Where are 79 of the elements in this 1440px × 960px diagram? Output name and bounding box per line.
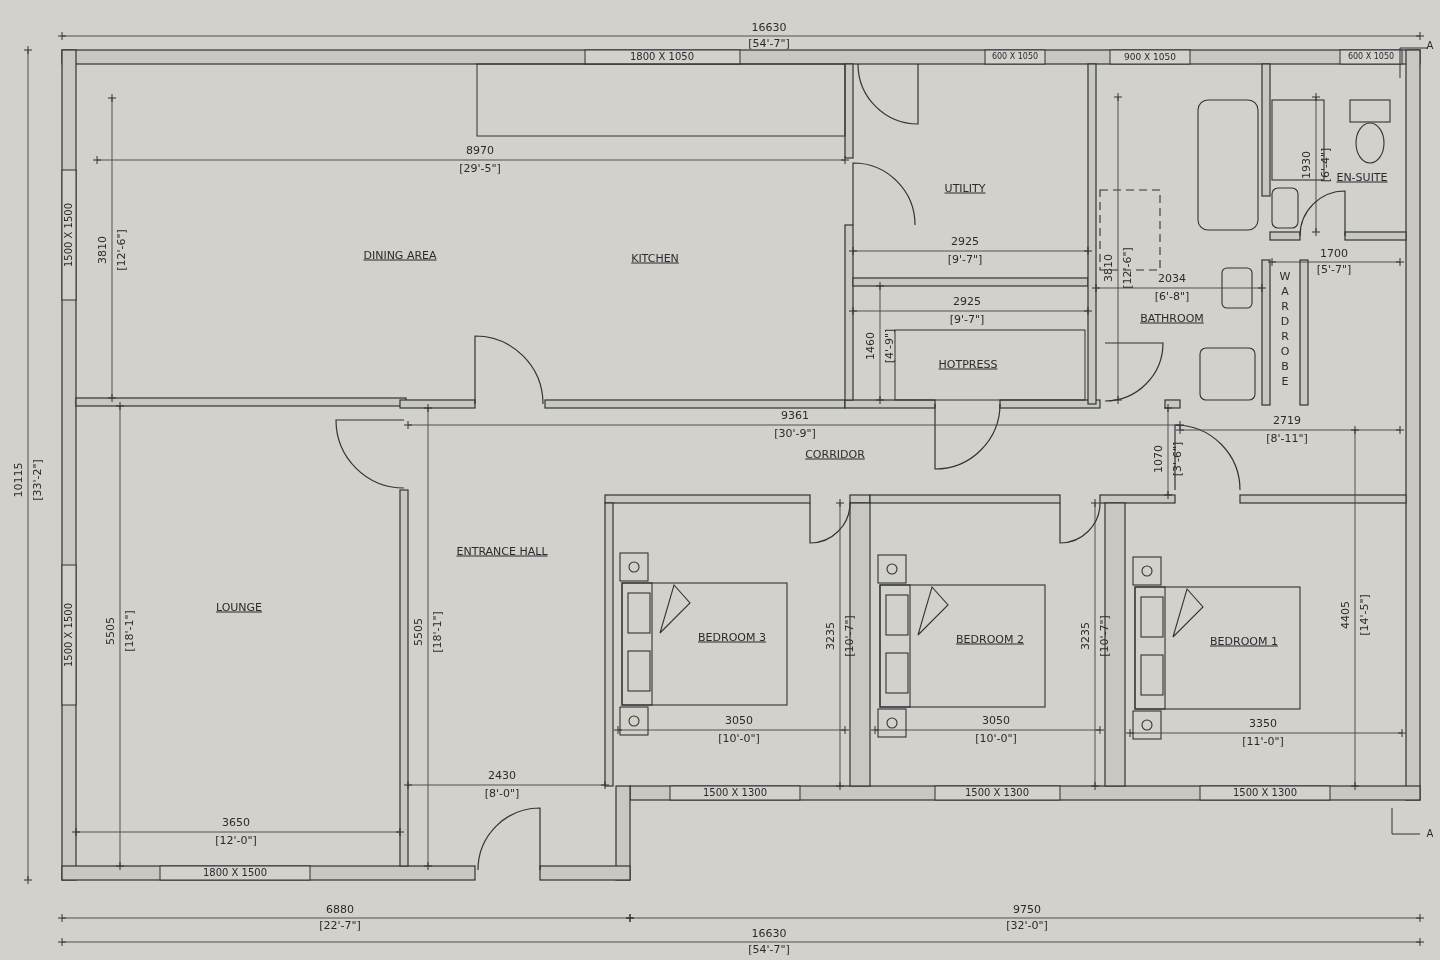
dimension-label: [3'-6"]: [1172, 441, 1184, 477]
window-size-label: 600 X 1050: [991, 51, 1039, 63]
dimension-label: [33'-2"]: [32, 459, 44, 501]
dimension-label: [8'-0"]: [484, 788, 520, 800]
dimension-label: [9'-7"]: [949, 314, 985, 326]
dimension-label: [14'-5"]: [1359, 594, 1371, 636]
dimension-label: 9750: [1013, 904, 1041, 916]
dimension-label: 3350: [1249, 718, 1277, 730]
dimension-label: 4405: [1340, 601, 1352, 629]
dimension-label: [10'-0"]: [975, 733, 1017, 745]
dimension-label: 1460: [865, 332, 877, 360]
dimension-label: [10'-0"]: [718, 733, 760, 745]
window-size-label: 1800 X 1050: [629, 51, 695, 63]
room-name: BEDROOM 2: [956, 632, 1024, 646]
window-size-label: 1500 X 1300: [702, 787, 768, 799]
dimension-label: [6'-8"]: [1154, 291, 1190, 303]
room-name: BEDROOM 1: [1210, 634, 1278, 648]
dimension-label: 3810: [1103, 254, 1115, 282]
dimension-label: 3050: [725, 715, 753, 727]
dimension-label: [30'-9"]: [774, 428, 816, 440]
dimension-label: [12'-6"]: [116, 229, 128, 271]
room-name: EN-SUITE: [1336, 170, 1388, 184]
window-size-label: 1500 X 1500: [63, 202, 75, 268]
dimension-label: 2430: [488, 770, 516, 782]
dimension-label: 1700: [1320, 248, 1348, 260]
dimension-label: 5505: [413, 618, 425, 646]
room-name: BEDROOM 3: [698, 630, 766, 644]
section-label: A: [1426, 828, 1434, 840]
dimension-label: [5'-7"]: [1316, 264, 1352, 276]
room-name: DINING AREA: [363, 248, 437, 262]
dimension-label: 1930: [1301, 151, 1313, 179]
dimension-label: 10115: [13, 462, 25, 498]
dimension-label: [12'-0"]: [215, 835, 257, 847]
dimension-label: 5505: [105, 617, 117, 645]
dimension-label: [18'-1"]: [124, 610, 136, 652]
dimension-label: [10'-7"]: [844, 615, 856, 657]
dimension-label: [29'-5"]: [459, 163, 501, 175]
dimension-label: 2925: [951, 236, 979, 248]
dimension-label: [18'-1"]: [432, 611, 444, 653]
dimension-label: 6880: [326, 904, 354, 916]
window-size-label: 1500 X 1300: [964, 787, 1030, 799]
window-size-label: 1500 X 1500: [63, 602, 75, 668]
dimension-label: 2034: [1158, 273, 1186, 285]
dimension-label: 16630: [751, 928, 787, 940]
dimension-label: [6'-4"]: [1320, 147, 1332, 183]
dimension-label: [10'-7"]: [1099, 615, 1111, 657]
dimension-label: 2925: [953, 296, 981, 308]
window-size-label: 1800 X 1500: [202, 867, 268, 879]
dimension-label: [54'-7"]: [748, 38, 790, 50]
room-name: KITCHEN: [631, 251, 679, 265]
dimension-label: 2719: [1273, 415, 1301, 427]
dimension-label: 16630: [751, 22, 787, 34]
room-name: WARDROBE: [1278, 270, 1292, 390]
dimension-label: [32'-0"]: [1006, 920, 1048, 932]
dimension-label: [22'-7"]: [319, 920, 361, 932]
room-name: LOUNGE: [215, 600, 263, 614]
dimension-label: 1070: [1153, 445, 1165, 473]
dimension-label: 3810: [97, 236, 109, 264]
dimension-label: 3050: [982, 715, 1010, 727]
dimension-label: 8970: [466, 145, 494, 157]
room-name: CORRIDOR: [805, 447, 865, 461]
dimension-label: [12'-6"]: [1122, 247, 1134, 289]
dimension-label: 3235: [1080, 622, 1092, 650]
section-label: A: [1426, 40, 1434, 52]
dimension-label: 3650: [222, 817, 250, 829]
dimension-label: [4'-9"]: [884, 328, 896, 364]
dimension-label: [54'-7"]: [748, 944, 790, 956]
dimension-label: [8'-11"]: [1266, 433, 1308, 445]
window-size-label: 600 X 1050: [1347, 51, 1395, 63]
window-size-label: 900 X 1050: [1124, 51, 1176, 63]
dimension-label: 3235: [825, 622, 837, 650]
dimension-label: [9'-7"]: [947, 254, 983, 266]
dimension-label: 9361: [781, 410, 809, 422]
room-name: BATHROOM: [1140, 311, 1204, 325]
room-name: ENTRANCE HALL: [456, 544, 548, 558]
window-size-label: 1500 X 1300: [1232, 787, 1298, 799]
room-name: HOTPRESS: [938, 357, 998, 371]
room-name: UTILITY: [944, 181, 986, 195]
dimension-label: [11'-0"]: [1242, 736, 1284, 748]
